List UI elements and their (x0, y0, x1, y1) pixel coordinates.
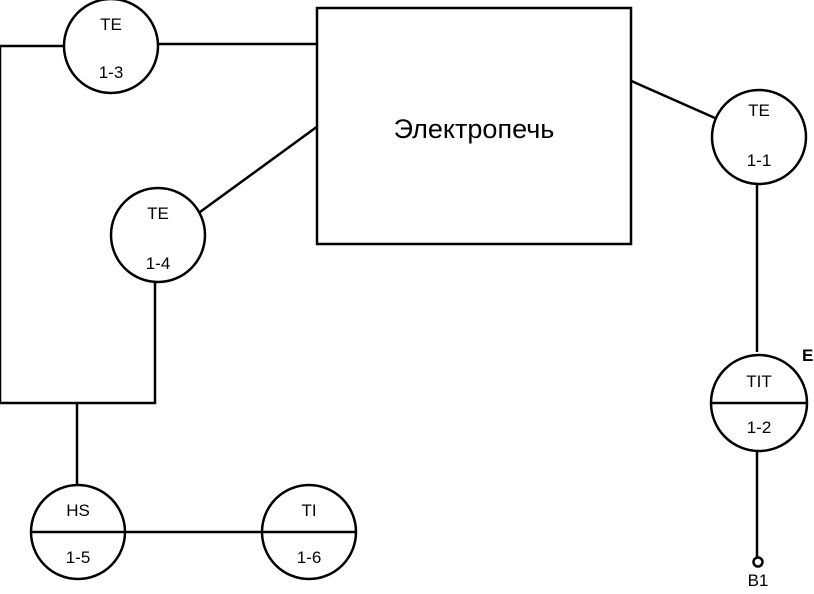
instrument-tag: TE (748, 101, 770, 120)
instrument-tit-1-2: TIT 1-2 (709, 353, 809, 453)
instrument-te-1-3: TE 1-3 (62, 0, 160, 95)
instrument-circle (109, 186, 207, 284)
instrument-tag: TIT (746, 372, 772, 391)
terminal-point-icon (752, 556, 764, 568)
instrument-number: 1-4 (146, 254, 171, 273)
terminal-label: B1 (748, 571, 769, 590)
instrument-number: 1-3 (99, 63, 124, 82)
instrument-hs-1-5: HS 1-5 (29, 483, 127, 581)
line-te14-to-furnace (199, 124, 319, 214)
instrument-circle (62, 0, 160, 95)
instrument-circle (710, 88, 808, 186)
instrument-tag: TI (301, 501, 316, 520)
connection-lines (0, 42, 759, 557)
instrument-number: 1-5 (66, 548, 91, 567)
furnace: Электропечь (315, 6, 633, 246)
furnace-box (315, 6, 633, 246)
line-left-loop (0, 44, 157, 405)
instrument-number: 1-1 (747, 151, 772, 170)
terminal-b1: B1 (748, 556, 769, 590)
e-mark-label: E (802, 346, 813, 365)
instrument-tag: HS (66, 501, 90, 520)
instrument-number: 1-2 (747, 418, 772, 437)
instrument-te-1-1: TE 1-1 (710, 88, 808, 186)
instrument-te-1-4: TE 1-4 (109, 186, 207, 284)
instrument-number: 1-6 (297, 548, 322, 567)
instrument-tag: TE (147, 204, 169, 223)
furnace-label: Электропечь (394, 114, 555, 144)
instrument-tag: TE (100, 15, 122, 34)
instrument-ti-1-6: TI 1-6 (260, 483, 358, 581)
